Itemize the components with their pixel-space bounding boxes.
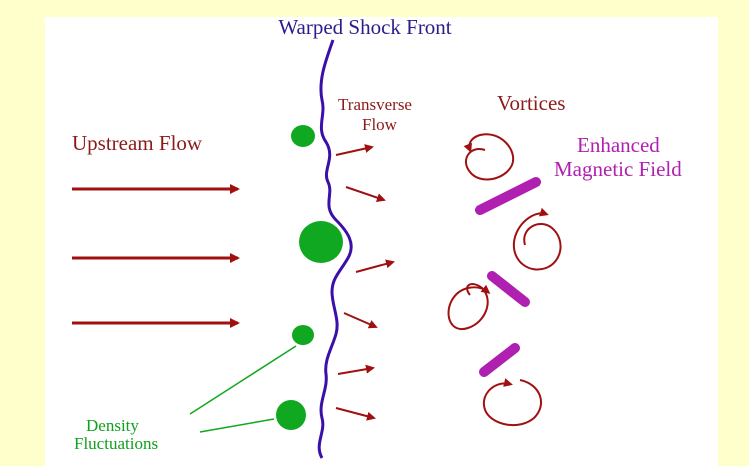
magnetic-field-label-line-2: Magnetic Field	[554, 157, 682, 181]
magnetic-bar-2	[487, 271, 530, 307]
transverse-arrow-1	[335, 144, 374, 156]
transverse-flow-label-line-2: Flow	[362, 115, 398, 134]
upstream-flow-label: Upstream Flow	[72, 131, 203, 155]
transverse-arrow-5	[337, 364, 375, 375]
density-label-line-1: Density	[86, 416, 139, 435]
density-leader-line-2	[199, 418, 275, 433]
magnetic-field-bars	[475, 177, 541, 377]
transverse-arrow-6	[335, 407, 376, 421]
density-blob-1	[291, 125, 315, 147]
density-leader-line-1	[189, 345, 297, 415]
density-fluctuation-blobs	[276, 125, 343, 430]
transverse-arrow-4	[343, 312, 378, 329]
magnetic-bar-3	[479, 343, 520, 377]
magnetic-field-label-line-1: Enhanced	[577, 133, 660, 157]
vortex-3	[447, 283, 491, 331]
vortices-label: Vortices	[497, 91, 565, 115]
diagram-panel	[45, 17, 718, 466]
density-blob-3	[292, 325, 314, 345]
vortex-spirals	[447, 133, 562, 427]
diagram-title: Warped Shock Front	[278, 15, 451, 39]
upstream-flow-arrows	[72, 184, 240, 328]
transverse-arrow-3	[355, 259, 395, 273]
vortex-2	[512, 207, 562, 271]
warped-shock-front-line	[317, 39, 353, 459]
vortex-4	[483, 378, 542, 427]
transverse-arrow-2	[345, 186, 386, 202]
density-label-line-2: Fluctuations	[74, 434, 158, 453]
density-blob-4	[276, 400, 306, 430]
magnetic-bar-1	[475, 177, 541, 215]
density-blob-2	[299, 221, 343, 263]
transverse-flow-arrows	[335, 144, 395, 421]
transverse-flow-label-line-1: Transverse	[338, 95, 412, 114]
vortex-1	[463, 133, 515, 181]
